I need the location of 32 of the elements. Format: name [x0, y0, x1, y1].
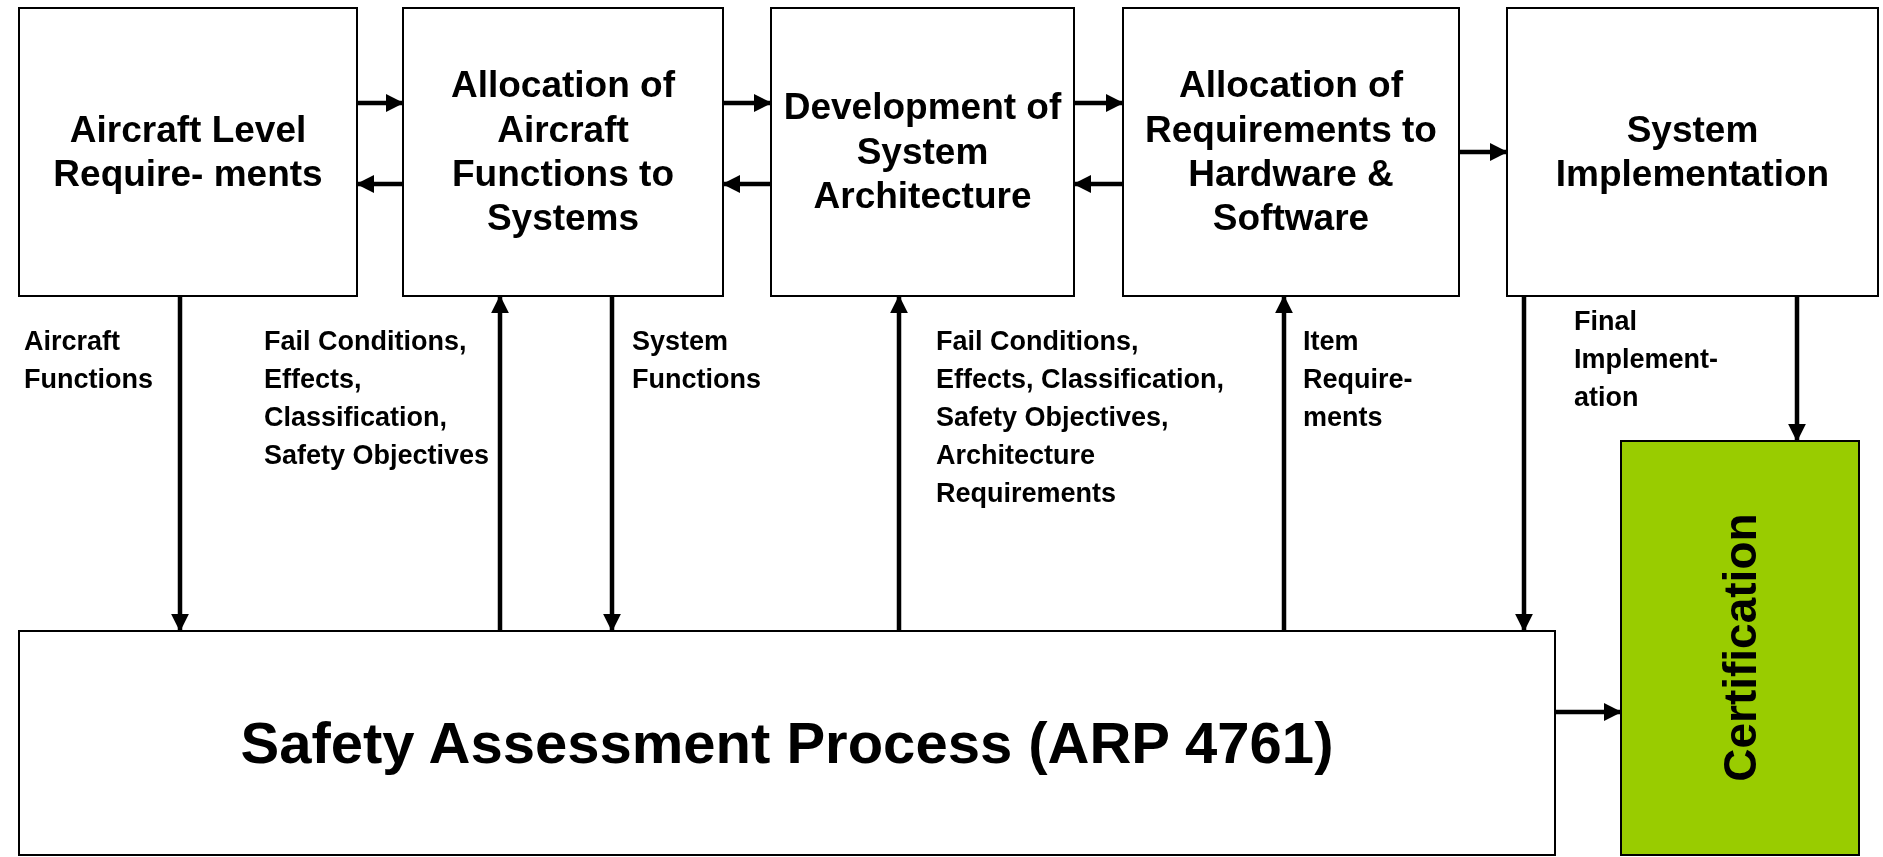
- arrow: [491, 295, 509, 630]
- edge-label: Fail Conditions, Effects, Classification, Safety Objectives: [264, 325, 491, 472]
- arrow: [171, 297, 189, 632]
- edge-label: Item Require- ments: [1303, 325, 1414, 434]
- arrow: [358, 94, 404, 112]
- box-title: Allocation of Requirements to Hardware & Software: [1144, 63, 1438, 241]
- edge-label: System Functions: [632, 325, 762, 396]
- arrow: [1556, 703, 1622, 721]
- box-title: Allocation of Aircraft Functions to Systems: [449, 63, 676, 241]
- arrow: [1788, 297, 1806, 442]
- edge-label: Final Implement- ation: [1574, 305, 1720, 414]
- arrow: [1075, 94, 1124, 112]
- process-box: [18, 630, 1556, 856]
- box-title: Aircraft Level Require- ments: [52, 107, 324, 196]
- box-title: Safety Assessment Process (ARP 4761): [240, 709, 1334, 778]
- process-box: [402, 7, 724, 297]
- box-title: Development of System Architecture: [782, 85, 1063, 219]
- arrow: [1460, 143, 1508, 161]
- arrow: [890, 295, 908, 630]
- box-title: Certification: [1712, 513, 1767, 783]
- process-box: [1506, 7, 1879, 297]
- process-box: [770, 7, 1075, 297]
- box-title: System Implementation: [1554, 107, 1831, 196]
- arrow: [724, 94, 772, 112]
- certification-box: [1620, 440, 1860, 856]
- arrow: [1515, 297, 1533, 632]
- process-box: [18, 7, 358, 297]
- arrow: [603, 297, 621, 632]
- edge-label: Fail Conditions, Effects, Classification, Safety Objectives, Architecture Requirements: [936, 325, 1226, 510]
- process-box: [1122, 7, 1460, 297]
- edge-label: Aircraft Functions: [24, 325, 154, 396]
- arrow: [1275, 295, 1293, 630]
